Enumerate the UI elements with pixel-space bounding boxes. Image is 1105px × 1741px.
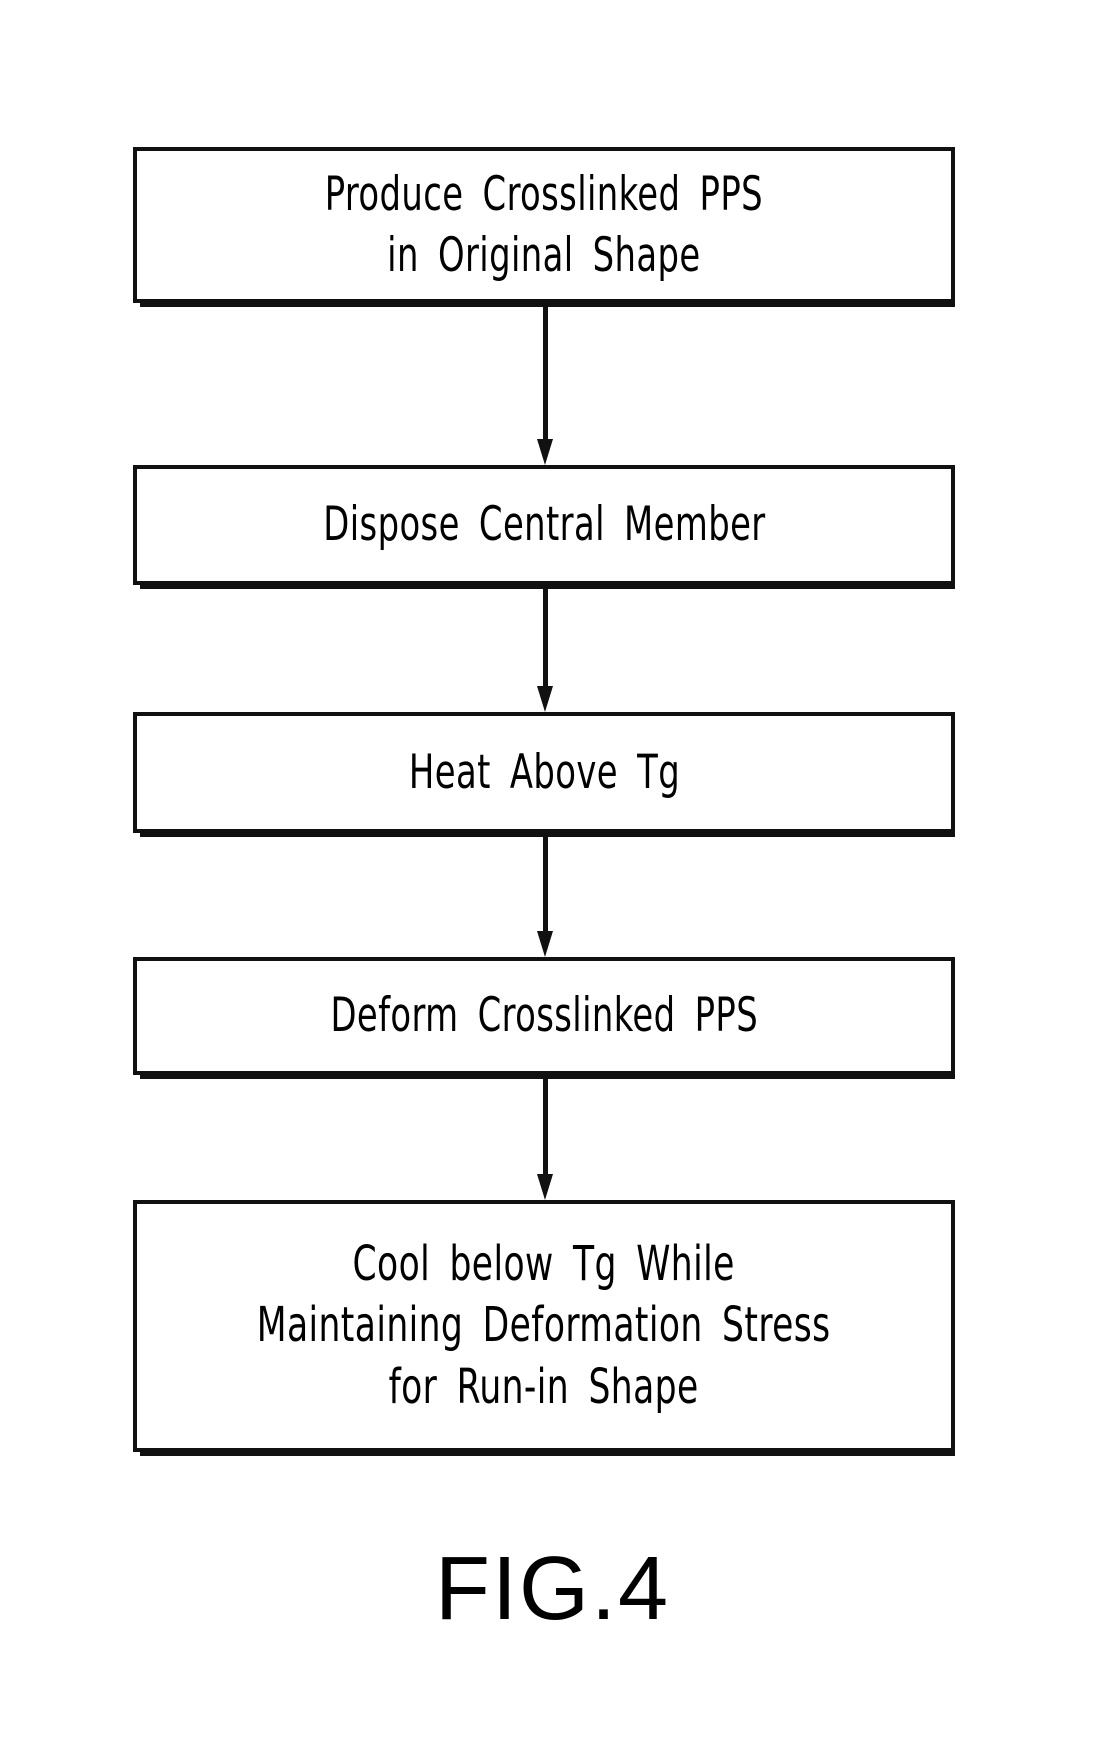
flow-step-cool-label: Cool below Tg While Maintaining Deformat… <box>257 1235 831 1415</box>
flow-step-heat: Heat Above Tg <box>133 712 955 837</box>
flow-step-produce-label: Produce Crosslinked PPS in Original Shap… <box>324 166 764 283</box>
flow-step-cool: Cool below Tg While Maintaining Deformat… <box>133 1200 955 1456</box>
flow-step-dispose: Dispose Central Member <box>133 465 955 589</box>
flow-step-deform: Deform Crosslinked PPS <box>133 957 955 1079</box>
flow-step-deform-label: Deform Crosslinked PPS <box>330 988 758 1044</box>
arrow-stem <box>543 585 548 686</box>
connector-produce-to-dispose <box>537 303 553 465</box>
connector-heat-to-deform <box>537 833 553 957</box>
figure-caption: FIG.4 <box>434 1539 671 1639</box>
arrow-down-icon <box>537 1174 553 1200</box>
flow-step-produce: Produce Crosslinked PPS in Original Shap… <box>133 147 955 307</box>
connector-dispose-to-heat <box>537 585 553 712</box>
arrow-down-icon <box>537 439 553 465</box>
arrow-stem <box>543 1075 548 1174</box>
flow-step-dispose-label: Dispose Central Member <box>322 497 766 553</box>
arrow-down-icon <box>537 931 553 957</box>
arrow-down-icon <box>537 686 553 712</box>
connector-deform-to-cool <box>537 1075 553 1200</box>
arrow-stem <box>543 833 548 931</box>
flow-step-heat-label: Heat Above Tg <box>408 744 680 800</box>
arrow-stem <box>543 303 548 439</box>
